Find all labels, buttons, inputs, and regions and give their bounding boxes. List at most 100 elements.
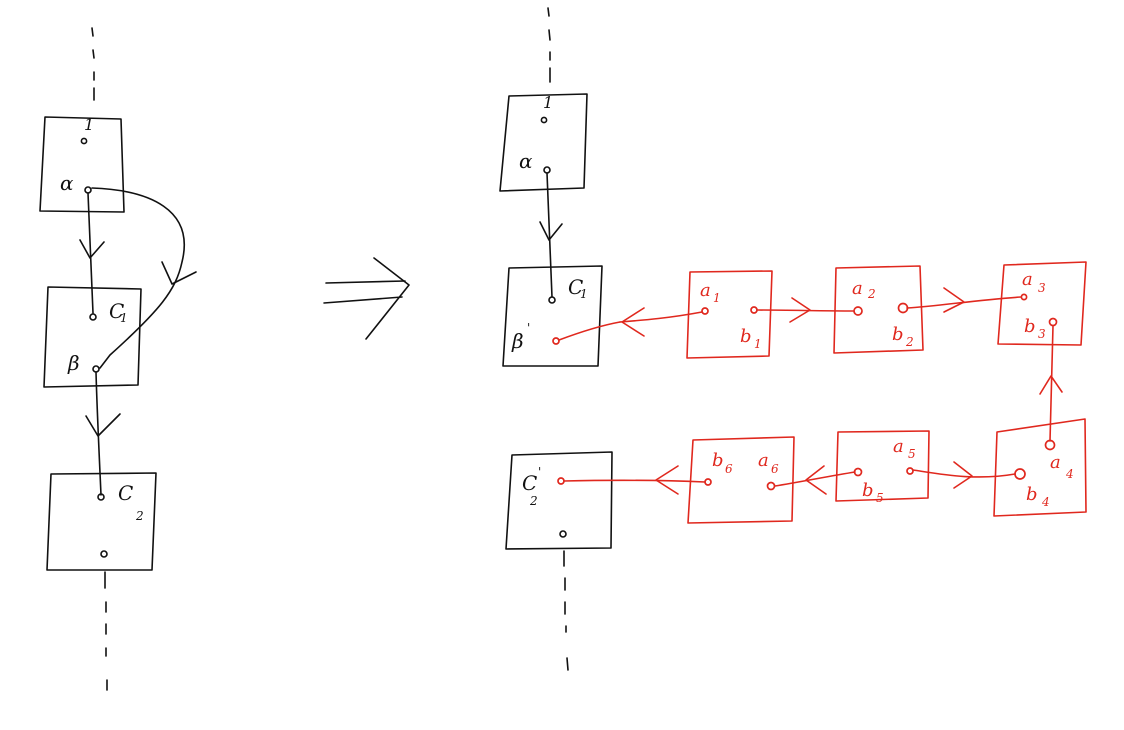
red-node-5 bbox=[835, 430, 930, 502]
red-edge-a4-to-b3-arrowhead bbox=[1039, 375, 1063, 395]
red-node-5-a-port bbox=[906, 467, 914, 475]
red-node-6-b-sub: 6 bbox=[725, 462, 733, 476]
red-node-2 bbox=[833, 265, 924, 354]
left-top-node-port-label: α bbox=[60, 171, 74, 195]
left-bottom-continuation bbox=[104, 571, 108, 691]
red-edge-a1-to-beta-arrowhead bbox=[621, 307, 645, 337]
red-node-5-a: a bbox=[893, 436, 904, 457]
red-node-3-b: b bbox=[1024, 316, 1036, 337]
transform-arrow-line-2 bbox=[323, 296, 403, 304]
right-top-node bbox=[499, 93, 588, 192]
red-node-3-a-port bbox=[1020, 293, 1028, 301]
red-node-4-a: a bbox=[1050, 452, 1061, 473]
red-node-2-a-port bbox=[853, 306, 863, 316]
red-node-1-b-port bbox=[750, 306, 758, 314]
red-node-4-b: b bbox=[1026, 484, 1038, 505]
left-top-continuation bbox=[91, 27, 95, 101]
red-node-5-b-sub: 5 bbox=[876, 491, 884, 505]
left-alpha-port bbox=[84, 186, 92, 194]
red-node-1-a: a bbox=[700, 280, 711, 301]
left-top-node bbox=[39, 116, 125, 213]
transform-arrow-line-1 bbox=[325, 280, 406, 284]
red-edge-b5-to-a6 bbox=[774, 471, 856, 487]
red-node-1-b-sub: 1 bbox=[754, 337, 762, 351]
red-node-2-b-port bbox=[897, 302, 909, 314]
right-top-node-port-label: α bbox=[519, 149, 533, 173]
red-edge-a4-to-b3 bbox=[1049, 325, 1054, 442]
left-bottom-node bbox=[46, 472, 157, 571]
left-middle-node-label: C bbox=[109, 299, 124, 323]
red-edge-b1-to-a2 bbox=[756, 309, 855, 312]
right-top-continuation bbox=[547, 7, 551, 83]
left-alpha-c1-edge bbox=[87, 192, 94, 314]
left-middle-node bbox=[43, 286, 142, 388]
red-node-1-b: b bbox=[740, 326, 752, 347]
red-node-2-a-sub: 2 bbox=[867, 287, 876, 301]
red-node-6-a: a bbox=[758, 450, 769, 471]
red-edge-b6-to-c2 bbox=[563, 479, 706, 483]
left-beta-port bbox=[92, 365, 100, 373]
right-alpha-c1-arrowhead bbox=[539, 221, 563, 241]
left-top-node-port-top bbox=[80, 137, 88, 145]
left-bottom-node-label: C bbox=[118, 481, 133, 505]
red-node-4 bbox=[993, 418, 1087, 517]
left-middle-node-label-sub: 1 bbox=[120, 311, 128, 325]
right-alpha-port bbox=[543, 166, 551, 174]
red-node-1 bbox=[686, 270, 773, 359]
red-node-5-b: b bbox=[862, 480, 874, 501]
red-node-6 bbox=[687, 436, 795, 524]
left-top-node-label: 1 bbox=[84, 115, 94, 134]
left-alpha-c1-arrowhead bbox=[79, 239, 105, 259]
red-node-2-b-sub: 2 bbox=[905, 335, 914, 349]
red-node-3-b-sub: 3 bbox=[1038, 327, 1046, 341]
red-node-2-a: a bbox=[852, 278, 863, 299]
right-c2-node-port-sup: ' bbox=[538, 465, 541, 479]
transform-arrow-head bbox=[365, 257, 410, 340]
red-node-3-a-sub: 3 bbox=[1038, 281, 1046, 295]
right-alpha-c1-edge bbox=[546, 172, 553, 298]
right-beta-prime-port bbox=[552, 337, 560, 345]
red-edge-b1-to-a2-arrowhead bbox=[789, 297, 811, 323]
red-node-5-a-sub: 5 bbox=[908, 447, 916, 461]
right-diagram: 1 α C 1 β ' C ' 2 a 1 b bbox=[499, 7, 1087, 671]
right-c2-out-port bbox=[559, 530, 567, 538]
left-alpha-beta-edge bbox=[91, 187, 185, 369]
red-node-3-a: a bbox=[1022, 269, 1033, 290]
right-c2-node bbox=[505, 451, 613, 550]
red-node-6-a-port bbox=[766, 481, 776, 491]
red-chain: a 1 b 1 a 2 b 2 a 3 b 3 a 4 bbox=[552, 261, 1087, 524]
red-node-4-a-port bbox=[1044, 439, 1056, 451]
left-diagram: 1 α C 1 β C 2 bbox=[39, 27, 197, 691]
right-c1-node bbox=[502, 265, 603, 367]
right-top-node-label: 1 bbox=[543, 93, 553, 112]
left-bottom-node-label-sub: 2 bbox=[135, 509, 144, 523]
left-c2-port bbox=[97, 493, 105, 501]
right-c2-prime-port bbox=[557, 477, 565, 485]
red-edge-a5-to-b4 bbox=[912, 469, 1016, 478]
red-node-4-b-port bbox=[1014, 468, 1026, 480]
left-beta-c2-edge bbox=[95, 371, 102, 496]
red-edge-a1-to-beta-tail bbox=[558, 321, 621, 341]
red-node-2-b: b bbox=[892, 324, 904, 345]
right-top-node-port-top bbox=[540, 116, 548, 124]
left-c1-port bbox=[89, 313, 97, 321]
red-edge-b5-to-a6-arrowhead bbox=[805, 465, 827, 495]
red-node-4-a-sub: 4 bbox=[1065, 467, 1074, 481]
red-node-3-b-port bbox=[1048, 317, 1058, 327]
left-alpha-beta-arrowhead bbox=[161, 261, 197, 285]
right-c2-node-port-sub: 2 bbox=[529, 494, 538, 508]
red-edge-b2-to-a3-arrowhead bbox=[943, 287, 965, 313]
red-node-6-a-sub: 6 bbox=[771, 462, 779, 476]
left-beta-c2-arrowhead bbox=[85, 413, 121, 437]
right-c1-node-label: C bbox=[568, 275, 583, 299]
red-edge-a1-to-beta-line bbox=[619, 311, 703, 323]
red-edge-a5-to-b4-arrowhead bbox=[953, 461, 973, 489]
red-node-6-b: b bbox=[712, 450, 724, 471]
red-edge-b2-to-a3 bbox=[906, 296, 1022, 309]
red-node-3 bbox=[997, 261, 1087, 346]
right-c1-node-label-sub: 1 bbox=[580, 287, 588, 301]
red-edge-b6-to-c2-arrowhead bbox=[655, 465, 679, 495]
right-c2-node-port-label: C bbox=[522, 471, 537, 495]
